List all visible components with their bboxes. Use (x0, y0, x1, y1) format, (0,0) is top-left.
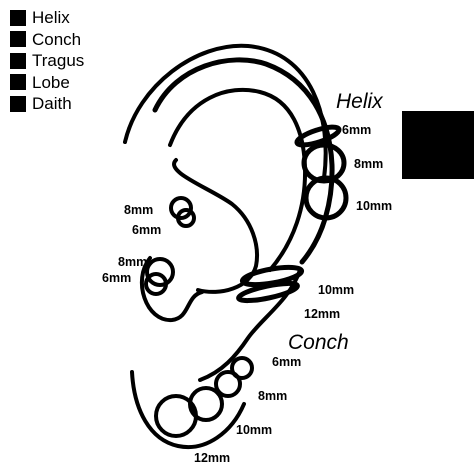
lobe-ring-8mm (214, 370, 242, 398)
tragus-ring-8mm (145, 257, 175, 287)
legend-swatch (10, 31, 26, 48)
legend-item-daith: Daith (10, 93, 84, 115)
tragus-curve (139, 256, 204, 323)
size-label-daith-2: 6mm (132, 223, 161, 237)
helix-ring-6mm (294, 124, 342, 148)
region-label-helix: Helix (336, 90, 384, 113)
color-swatch-block (402, 111, 474, 179)
legend-swatch (10, 52, 26, 69)
legend-label-conch: Conch (32, 29, 82, 49)
legend-item-helix: Helix (10, 7, 84, 29)
legend-swatch (10, 74, 26, 91)
size-label-daith-1: 8mm (124, 203, 153, 217)
legend-label-daith: Daith (32, 94, 72, 114)
size-label-lobe-1: 6mm (272, 355, 301, 369)
size-label-tragus-1: 8mm (118, 255, 147, 269)
legend-label-helix: Helix (32, 8, 70, 28)
legend-item-lobe: Lobe (10, 72, 84, 94)
size-label-conch-1: 10mm (318, 283, 354, 297)
helix-rim-inner (168, 87, 308, 272)
size-label-conch-2: 12mm (304, 307, 340, 321)
region-label-conch: Conch (288, 331, 349, 354)
lobe-ring-12mm (154, 394, 198, 438)
legend-label-lobe: Lobe (32, 72, 70, 92)
size-label-lobe-4: 12mm (194, 451, 230, 465)
size-label-lobe-3: 10mm (236, 423, 272, 437)
helix-ring-10mm (303, 175, 349, 221)
helix-rim-outer (152, 57, 335, 265)
lobe-outer-edge (130, 370, 246, 450)
legend-swatch (10, 9, 26, 26)
legend-item-tragus: Tragus (10, 50, 84, 72)
legend-label-tragus: Tragus (32, 51, 85, 71)
size-label-lobe-2: 8mm (258, 389, 287, 403)
daith-ring-6mm (176, 208, 196, 228)
size-label-helix-3: 10mm (356, 199, 392, 213)
size-label-helix-1: 6mm (342, 123, 371, 137)
legend-swatch (10, 95, 26, 112)
antihelix-curve (172, 158, 259, 294)
legend-item-conch: Conch (10, 29, 84, 51)
helix-ring-8mm (301, 142, 347, 184)
legend: Helix Conch Tragus Lobe Daith (10, 7, 84, 115)
tragus-ring-6mm (144, 272, 168, 296)
lobe-ring-6mm (230, 356, 254, 380)
conch-ring-12mm (236, 280, 300, 304)
daith-ring-8mm (169, 196, 193, 220)
size-label-helix-2: 8mm (354, 157, 383, 171)
size-label-tragus-2: 6mm (102, 271, 131, 285)
